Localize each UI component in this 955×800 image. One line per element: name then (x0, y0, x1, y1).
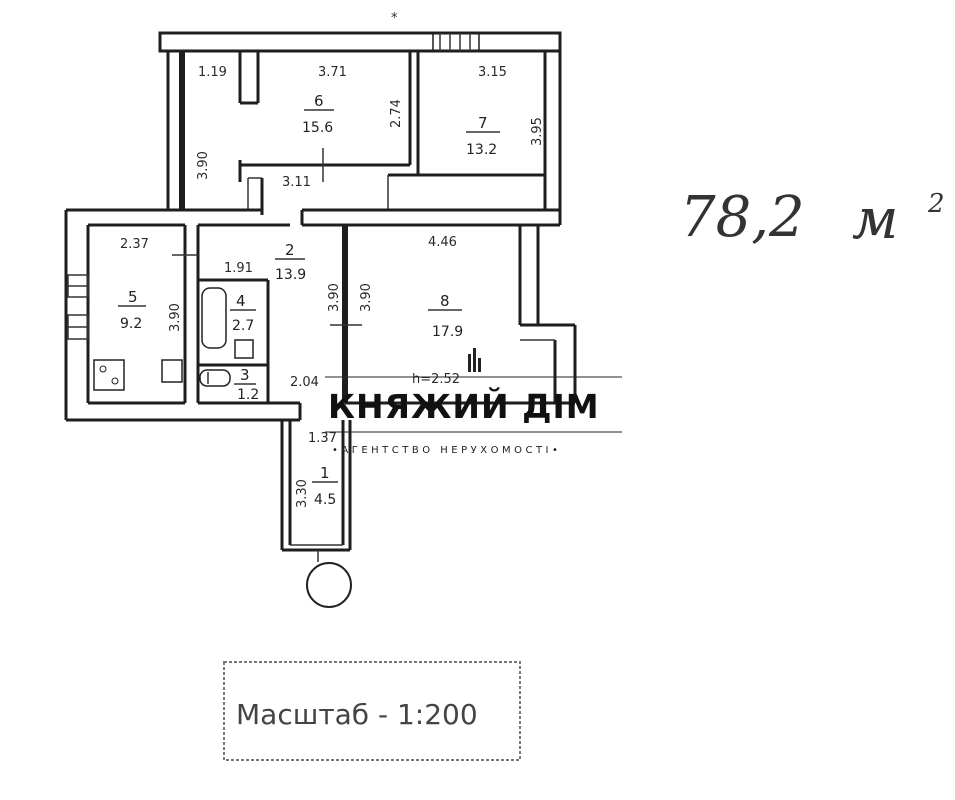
dim-label-3-95: 3.95 (530, 117, 545, 146)
dim-label-3-90-room2: 3.90 (327, 283, 342, 312)
room-area: 9.2 (120, 316, 142, 332)
room-number: 1 (320, 464, 330, 482)
room-area: 15.6 (302, 120, 333, 136)
scale-stamp: Масштаб - 1:200 (223, 661, 521, 761)
room-number: 2 (285, 241, 295, 259)
room-number: 6 (314, 92, 324, 110)
ceiling-height-label: h=2.52 (412, 372, 460, 387)
room-4: 4 2.7 (230, 292, 256, 334)
room-number: 4 (236, 292, 246, 310)
room-8: 8 17.9 (428, 292, 463, 340)
room-area: 13.2 (466, 142, 497, 158)
room-7: 7 13.2 (466, 114, 500, 158)
room-area: 2.7 (232, 318, 254, 334)
dim-label-4-46: 4.46 (428, 235, 457, 250)
scale-stamp-text: Масштаб - 1:200 (236, 698, 478, 731)
total-area-value: 78,2 (680, 185, 805, 250)
room-area: 13.9 (275, 267, 306, 283)
room-1: 1 4.5 (312, 464, 338, 508)
dim-label-3-90-room8: 3.90 (359, 283, 374, 312)
room-number: 7 (478, 114, 488, 132)
total-area: 78,2 м 2 (680, 185, 945, 252)
room-3: 3 1.2 (234, 366, 259, 403)
room-number: 3 (240, 366, 250, 384)
room-area: 17.9 (432, 324, 463, 340)
dim-label-3-90-top: 3.90 (196, 151, 211, 180)
top-mark: * (391, 11, 398, 26)
room-2: 2 13.9 (275, 241, 306, 283)
total-area-sup: 2 (927, 189, 945, 219)
room-number: 5 (128, 288, 138, 306)
dim-label-3-15: 3.15 (478, 65, 507, 80)
dim-label-3-30: 3.30 (295, 479, 310, 508)
room-5: 5 9.2 (118, 288, 146, 332)
agency-tagline: •АГЕНТСТВО НЕРУХОМОСТІ• (332, 445, 561, 456)
dim-label-3-90-room5: 3.90 (168, 303, 183, 332)
dim-label-1-37: 1.37 (308, 431, 337, 446)
room-number: 8 (440, 292, 450, 310)
total-area-unit: м (852, 187, 898, 252)
dim-label-1-19: 1.19 (198, 65, 227, 80)
room-6: 6 15.6 (302, 92, 334, 136)
room-area: 1.2 (237, 387, 259, 403)
room-area: 4.5 (314, 492, 336, 508)
dim-label-2-04: 2.04 (290, 375, 319, 390)
dim-label-2-74: 2.74 (389, 99, 404, 128)
walls (64, 31, 577, 608)
dim-label-1-91: 1.91 (224, 261, 253, 276)
dim-label-3-71: 3.71 (318, 65, 347, 80)
agency-brand: КНЯЖИЙ ДІМ (328, 386, 600, 426)
building-icon (468, 348, 481, 372)
dim-label-2-37: 2.37 (120, 237, 149, 252)
agency-watermark: КНЯЖИЙ ДІМ •АГЕНТСТВО НЕРУХОМОСТІ• (325, 348, 622, 456)
dim-label-3-11: 3.11 (282, 175, 311, 190)
